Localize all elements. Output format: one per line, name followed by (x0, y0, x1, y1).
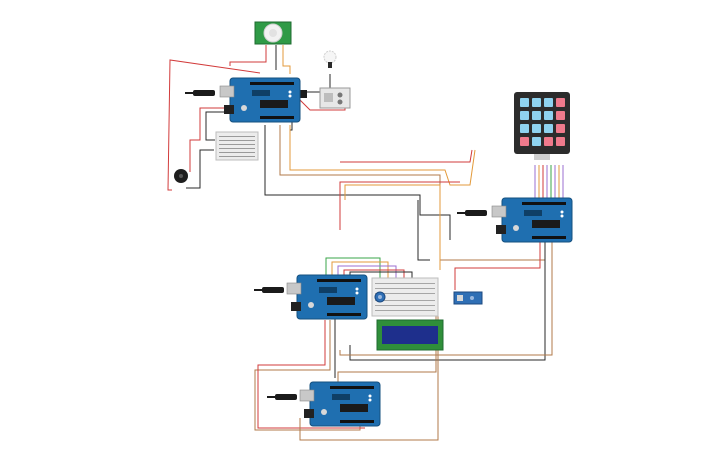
wire (229, 45, 267, 66)
wire (186, 149, 214, 189)
wire (339, 242, 553, 356)
wire (264, 125, 451, 240)
wire (349, 271, 413, 278)
ir-sensor (453, 291, 483, 305)
potentiometer (374, 291, 386, 303)
piezo-buzzer (174, 169, 188, 183)
arduino-bottom-power-plug (267, 394, 297, 400)
wire (339, 181, 460, 230)
lcd (376, 319, 444, 351)
arduino-top (219, 77, 301, 123)
wires (167, 45, 564, 441)
wire (349, 242, 546, 361)
wire (299, 310, 439, 441)
arduino-center (286, 274, 368, 320)
wire (325, 257, 381, 278)
relay-connector (297, 90, 307, 98)
wire (417, 200, 430, 261)
wire (340, 149, 473, 163)
wire (257, 320, 365, 429)
light-bulb (323, 50, 337, 68)
arduino-top-power-plug (185, 90, 215, 96)
breadboard-small (215, 131, 259, 161)
arduino-right-power-plug (457, 210, 487, 216)
relay (319, 87, 351, 109)
arduino-center-power-plug (254, 287, 284, 293)
arduino-right (491, 197, 573, 243)
pir-sensor (254, 21, 292, 45)
wire (282, 45, 291, 74)
wire (344, 184, 441, 270)
wire (343, 269, 405, 278)
wire (167, 59, 261, 191)
arduino-bottom (299, 381, 381, 427)
wire (289, 125, 476, 186)
wire (454, 242, 541, 290)
wire (205, 111, 236, 141)
keypad (514, 92, 570, 160)
wire (254, 320, 361, 431)
wire (189, 107, 230, 172)
